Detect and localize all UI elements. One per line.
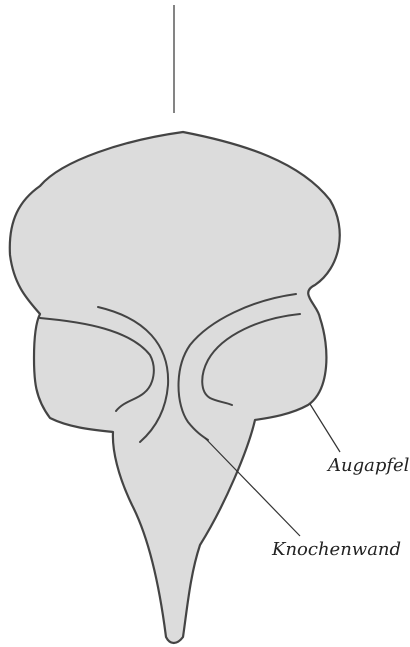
knochenwand-label: Knochenwand — [272, 541, 401, 559]
augapfel-label: Augapfel — [328, 457, 409, 475]
skull-outline — [10, 132, 340, 643]
augapfel-leader-line — [310, 404, 340, 452]
